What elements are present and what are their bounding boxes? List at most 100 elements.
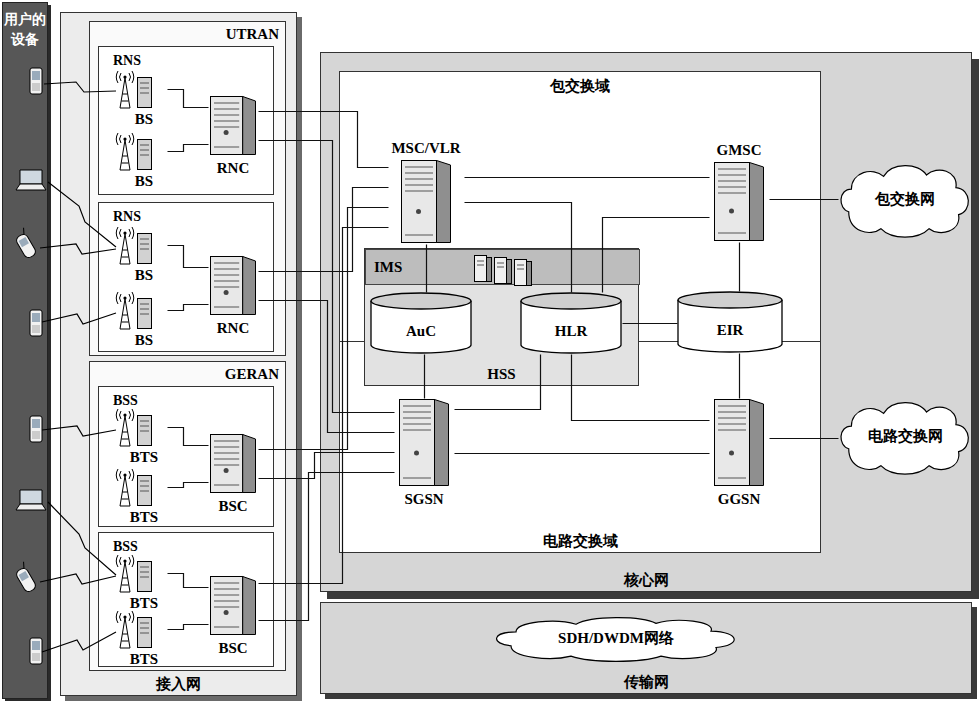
label-holder: RNC xyxy=(208,318,258,337)
connector-line xyxy=(603,218,710,293)
mini-server-side xyxy=(507,260,512,284)
node-label: GGSN xyxy=(718,491,761,507)
radio-link xyxy=(40,244,116,254)
node-label: BTS xyxy=(130,509,158,525)
cabinet-slots xyxy=(140,145,149,155)
server-front xyxy=(211,577,243,635)
label-holder: BSC xyxy=(208,638,258,657)
core-network-panel: 核心网包交换域MSC/VLRGMSC电路交换域SGSNGGSNHSSIMSAuC… xyxy=(320,52,972,592)
node-label: BS xyxy=(135,332,153,348)
server-light xyxy=(729,208,734,213)
mobile-phone-icon xyxy=(30,416,42,442)
cabinet-slots xyxy=(140,567,149,577)
server-slot xyxy=(718,169,746,170)
label-holder: BTS xyxy=(125,507,163,526)
signal-arcs xyxy=(116,71,134,83)
server-slot xyxy=(214,121,239,122)
server-slot xyxy=(718,187,746,188)
mini-server-side xyxy=(527,262,532,286)
cabinet xyxy=(138,476,152,506)
server-side xyxy=(243,577,256,635)
node-label: GERAN xyxy=(225,366,279,382)
server-slot xyxy=(214,109,239,110)
cloud-group xyxy=(841,403,968,475)
server-slot xyxy=(214,263,239,264)
transport-network-panel: 传输网 SDH/DWDM网络 xyxy=(320,602,972,694)
node-label: 包交换域 xyxy=(550,78,610,94)
mini-server-slot xyxy=(497,263,504,267)
node-label: HSS xyxy=(487,366,515,382)
connector-line xyxy=(770,199,839,200)
server-slot xyxy=(214,459,239,460)
signal-arcs xyxy=(116,133,134,145)
base-station: BS xyxy=(115,131,167,189)
controller-server: RNC xyxy=(208,255,258,337)
server-slot xyxy=(403,418,431,419)
connector-line xyxy=(168,625,209,630)
laptop-base xyxy=(16,184,46,190)
server-slot xyxy=(718,193,746,194)
node-label: IMS xyxy=(374,258,402,276)
server-front xyxy=(400,400,435,486)
node-label: 用户的 设备 xyxy=(4,12,46,47)
connector-line xyxy=(770,438,839,439)
connector-line xyxy=(259,301,395,433)
server-slot xyxy=(214,307,239,308)
node-label: SDH/DWDM网络 xyxy=(558,629,674,647)
subsystem-box: RNSBSBSRNC xyxy=(98,46,274,195)
mini-server-slot xyxy=(477,261,484,265)
node-label: RNC xyxy=(217,320,250,336)
connector-line xyxy=(168,305,209,311)
controller-server: BSC xyxy=(208,433,258,515)
label-holder: BS xyxy=(125,265,163,284)
radio-link xyxy=(40,574,116,584)
server-slot xyxy=(214,595,239,596)
antenna-mast xyxy=(120,140,130,170)
cabinet-slots xyxy=(140,421,149,431)
phone-keys xyxy=(32,83,40,91)
mobile-phone-icon xyxy=(30,310,42,336)
connector-line xyxy=(739,354,740,399)
node-label: RNS xyxy=(113,53,141,68)
server-side xyxy=(243,97,256,155)
laptop-base xyxy=(16,504,46,510)
phone-keys xyxy=(32,325,40,333)
antenna-mast xyxy=(120,416,130,446)
node-label: BTS xyxy=(130,595,158,611)
label-holder: RNS xyxy=(113,206,141,226)
server-slot xyxy=(214,269,239,270)
access-network-panel: 接入网UTRANRNSBSBSRNCRNSBSBSRNCGERANBSSBTSB… xyxy=(60,12,297,696)
server-light xyxy=(416,209,421,214)
antenna-mast xyxy=(120,476,130,506)
server-slot xyxy=(405,235,433,236)
laptop-icon xyxy=(16,490,46,510)
label-holder: RNS xyxy=(113,50,141,70)
phone-screen xyxy=(19,237,29,247)
label-holder: BTS xyxy=(125,649,163,668)
mobile-phone-icon xyxy=(30,68,42,94)
server-slot xyxy=(405,185,433,186)
node-label: MSC/VLR xyxy=(391,140,460,156)
node-label: UTRAN xyxy=(226,26,279,42)
laptop-screen xyxy=(20,170,42,184)
connector-line xyxy=(572,355,710,421)
server-front xyxy=(715,400,750,486)
antenna-mast xyxy=(120,234,130,264)
node-label: RNC xyxy=(217,160,250,176)
server-slot xyxy=(405,191,433,192)
antenna-mast xyxy=(120,618,130,648)
node-label: 传输网 xyxy=(624,674,669,690)
cabinet xyxy=(138,416,152,446)
subsystem-box: BSSBTSBTSBSC xyxy=(98,532,274,667)
phone-screen xyxy=(32,419,40,428)
cabinet xyxy=(138,78,152,108)
node-label: 核心网 xyxy=(624,572,669,588)
label-holder: 用户的 设备 xyxy=(3,9,47,49)
connector-line xyxy=(168,246,209,268)
label-holder: GERAN xyxy=(225,364,279,383)
radio-link xyxy=(48,502,116,575)
radio-links xyxy=(40,82,116,652)
label-holder: BTS xyxy=(125,593,163,612)
database-cylinder: AuC xyxy=(370,292,472,354)
label-holder: SDH/DWDM网络 xyxy=(491,613,741,663)
